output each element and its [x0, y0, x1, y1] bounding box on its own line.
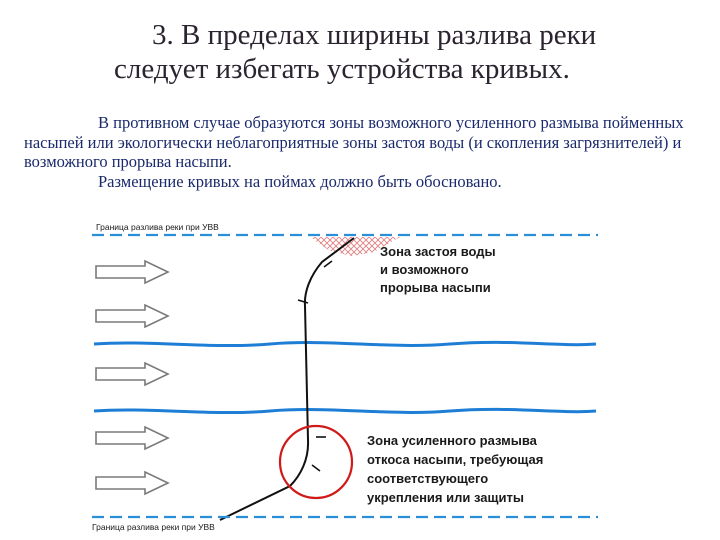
erosion-zone-line: Зона усиленного размыва — [367, 433, 538, 448]
erosion-zone-circle — [278, 424, 354, 500]
channel-bank-upper — [93, 340, 597, 348]
erosion-zone-line: откоса насыпи, требующая — [367, 452, 543, 467]
flow-arrow — [95, 259, 170, 285]
erosion-zone-line: укрепления или защиты — [367, 490, 524, 505]
flow-arrow — [95, 303, 170, 329]
curve-tick — [297, 299, 309, 304]
stagnation-zone-line: прорыва насыпи — [380, 280, 491, 295]
stagnation-zone-line: и возможного — [380, 262, 469, 277]
flow-arrows — [95, 259, 170, 496]
embankment-axis — [219, 237, 355, 521]
body-text: В противном случае образуются зоны возмо… — [24, 113, 704, 191]
flow-arrow — [95, 470, 170, 496]
channel-bank-lower — [93, 407, 597, 415]
paragraph-explanation: В противном случае образуются зоны возмо… — [24, 113, 684, 171]
stagnation-zone-label: Зона застоя воды и возможного прорыва на… — [380, 244, 499, 295]
stagnation-zone-line: Зона застоя воды — [380, 244, 496, 259]
title-line-2: следует избегать устройства кривых. — [114, 53, 570, 85]
curve-tick — [323, 260, 333, 268]
bottom-boundary-label: Граница разлива реки при УВВ — [92, 522, 215, 532]
erosion-zone-label: Зона усиленного размыва откоса насыпи, т… — [367, 433, 547, 505]
curve-ticks — [297, 260, 333, 472]
curve-tick — [311, 464, 321, 472]
flow-arrow — [95, 425, 170, 451]
erosion-zone-line: соответствующего — [367, 471, 488, 486]
river-crossing-diagram: Граница разлива реки при УВВ Зона застоя… — [92, 222, 598, 532]
top-boundary-label: Граница разлива реки при УВВ — [96, 222, 219, 232]
stagnation-zone-hatch — [310, 237, 400, 256]
title-line-1: 3. В пределах ширины разлива реки — [152, 19, 597, 51]
paragraph-recommendation: Размещение кривых на поймах должно быть … — [98, 171, 502, 191]
flow-arrow — [95, 361, 170, 387]
